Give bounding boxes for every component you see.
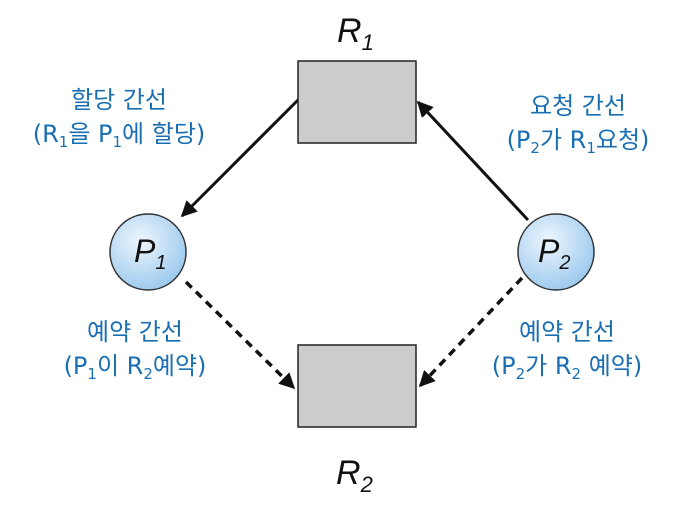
process-p1-circle — [109, 213, 187, 291]
resource-r2-box — [297, 344, 417, 428]
claim-edge-p2-desc: (P2가 R2 예약) — [492, 352, 642, 383]
process-p2-label: P2 — [538, 233, 570, 274]
assign-edge-desc: (R1을 P1에 할당) — [33, 120, 206, 151]
request-edge — [416, 100, 530, 222]
process-p2-circle — [517, 213, 595, 291]
resource-r1-label: R1 — [337, 12, 374, 55]
process-p1-label: P1 — [134, 233, 166, 274]
claim-edge-p2-title: 예약 간선 — [519, 318, 615, 346]
resource-r1-box — [297, 60, 417, 144]
claim-edge-p1 — [184, 280, 296, 390]
claim-edge-p2 — [418, 276, 524, 388]
assignment-edge — [180, 96, 302, 218]
assign-edge-title: 할당 간선 — [71, 86, 167, 114]
resource-r2-label: R2 — [336, 454, 373, 497]
claim-edge-p1-title: 예약 간선 — [87, 318, 183, 346]
request-edge-title: 요청 간선 — [530, 92, 626, 120]
request-edge-desc: (P2가 R1요청) — [507, 126, 650, 157]
claim-edge-p1-desc: (P1이 R2예약) — [64, 352, 207, 383]
